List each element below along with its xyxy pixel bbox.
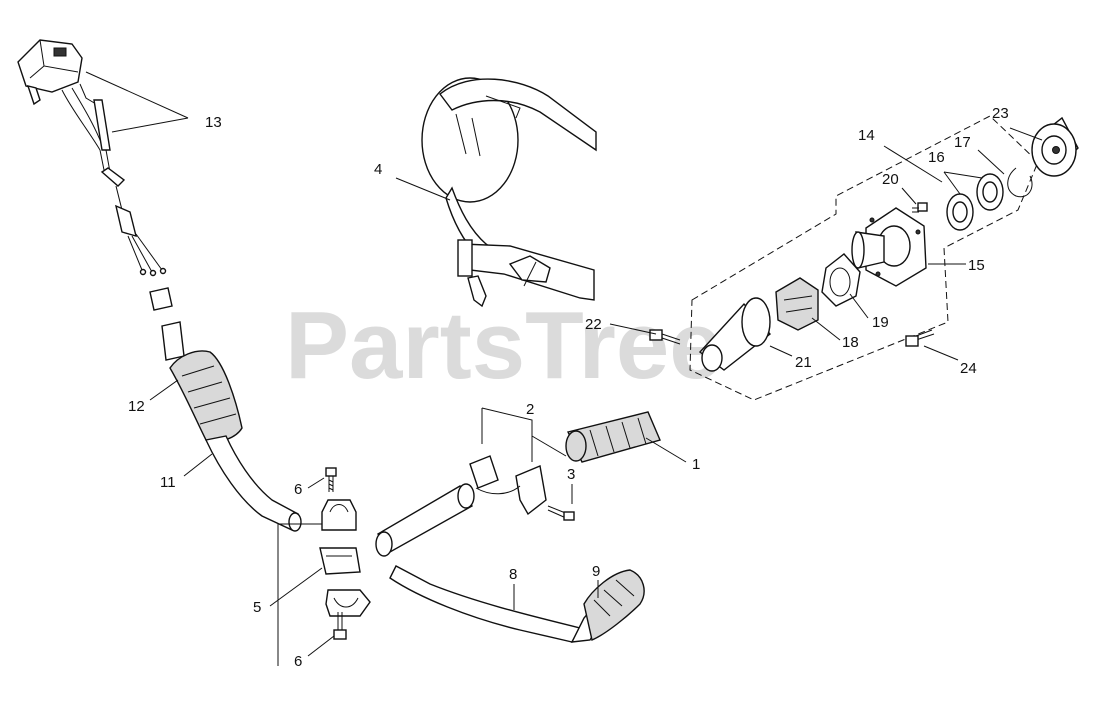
callout-22: 22 <box>585 316 602 333</box>
part-21-cone <box>698 297 772 372</box>
callout-4: 4 <box>374 161 382 178</box>
part-18-clutch-shoe <box>775 277 819 331</box>
part-5-clamp <box>319 499 371 617</box>
part-12-handle-grip <box>169 350 243 442</box>
part-3-screw <box>547 505 575 521</box>
callout-13: 13 <box>205 114 222 131</box>
part-19-gasket <box>821 253 861 307</box>
callout-23: 23 <box>992 105 1009 122</box>
callout-14: 14 <box>858 127 875 144</box>
callout-18: 18 <box>842 334 859 351</box>
callout-24: 24 <box>960 360 977 377</box>
part-4-shoulder-harness <box>421 77 597 308</box>
callout-8: 8 <box>509 566 517 583</box>
part-11-handle-tube <box>204 435 299 531</box>
callout-5: 5 <box>253 599 261 616</box>
leader-lines <box>85 71 1043 666</box>
part-20-screw <box>912 202 928 213</box>
small-sleeve <box>149 287 173 311</box>
callout-3: 3 <box>567 466 575 483</box>
callout-11: 11 <box>160 474 176 491</box>
callout-21: 21 <box>795 354 812 371</box>
callout-9: 9 <box>592 563 600 580</box>
part-9-grip <box>583 569 645 641</box>
callout-12: 12 <box>128 398 145 415</box>
kit-boundary-14 <box>689 115 1039 401</box>
callout-1: 1 <box>692 456 700 473</box>
part-16-bearing <box>946 173 1004 231</box>
part-24-screw <box>905 329 935 347</box>
callout-6-top: 6 <box>294 481 302 498</box>
part-6-screw-bottom <box>333 612 347 640</box>
callout-19: 19 <box>872 314 889 331</box>
part-13-switch-harness <box>17 39 167 277</box>
callout-2: 2 <box>526 401 534 418</box>
part-8-handle-bar <box>389 565 582 643</box>
callout-17: 17 <box>954 134 971 151</box>
part-17-snap-ring <box>1007 167 1033 198</box>
callout-6-bottom: 6 <box>294 653 302 670</box>
part-23-clutch-drum <box>1031 116 1079 177</box>
callout-15: 15 <box>968 257 985 274</box>
callout-20: 20 <box>882 171 899 188</box>
part-22-bolt <box>649 329 681 345</box>
tube-end <box>161 321 185 361</box>
part-15-housing <box>851 207 927 287</box>
callout-16: 16 <box>928 149 945 166</box>
watermark: PartsTree <box>285 292 723 399</box>
part-6-screw-top <box>325 467 337 492</box>
part-2-bracket <box>469 455 499 489</box>
